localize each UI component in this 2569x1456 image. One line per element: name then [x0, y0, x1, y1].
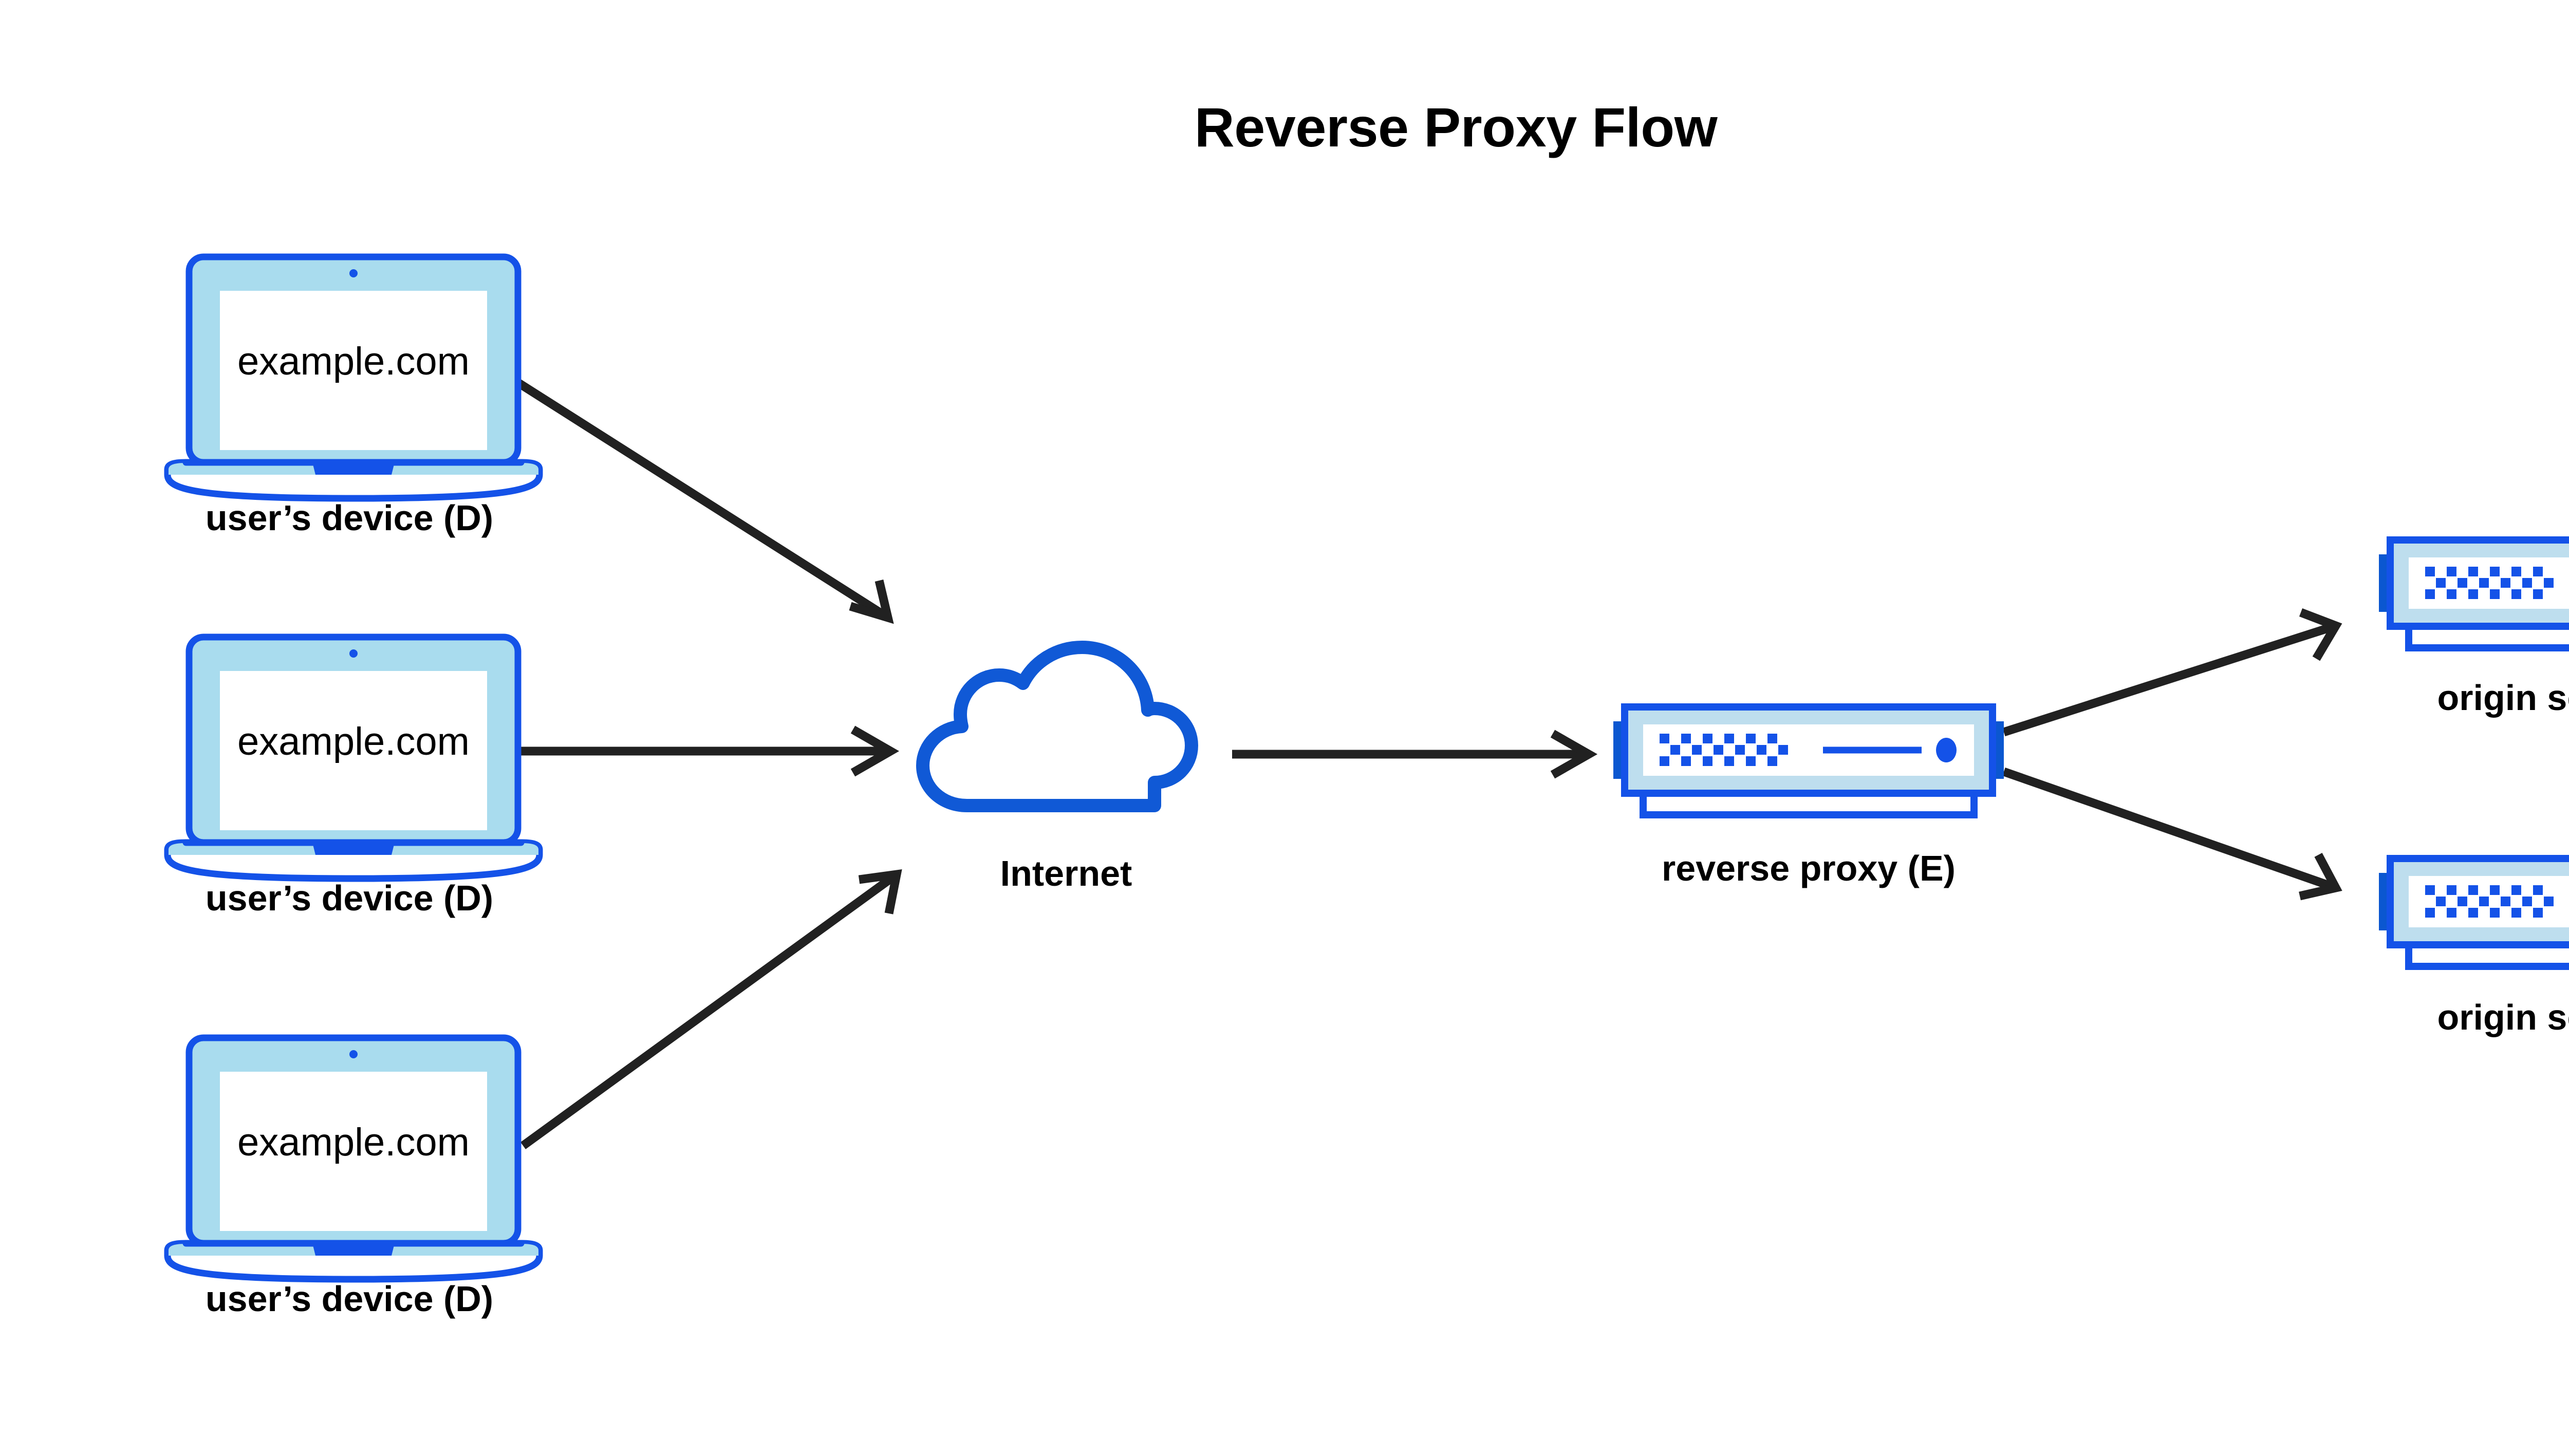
laptop-screen-text-3: example.com — [237, 1121, 470, 1164]
laptop-screen-text-1: example.com — [237, 340, 470, 383]
arrow-internet-to-proxy — [1232, 730, 1598, 779]
label-user-device-2: user’s device (D) — [205, 878, 494, 918]
arrow-device1-to-internet — [504, 371, 894, 624]
server-icon-reverse-proxy — [1613, 707, 2004, 815]
page-title: Reverse Proxy Flow — [1194, 96, 1718, 158]
label-internet: Internet — [1000, 853, 1132, 893]
laptop-screen-text-2: example.com — [237, 720, 470, 763]
label-user-device-1: user’s device (D) — [205, 498, 494, 538]
arrow-proxy-to-origin1 — [2002, 608, 2342, 737]
label-user-device-3: user’s device (D) — [205, 1279, 494, 1319]
server-icon-origin-2 — [2379, 858, 2569, 966]
arrow-proxy-to-origin2 — [2002, 767, 2342, 901]
server-icon-origin-1 — [2379, 540, 2569, 648]
label-reverse-proxy: reverse proxy (E) — [1662, 848, 1956, 888]
arrow-device2-to-internet — [502, 725, 900, 777]
label-origin-server-2: origin server (F) — [2437, 997, 2569, 1037]
label-origin-server-1: origin server (F) — [2437, 678, 2569, 718]
cloud-icon-internet — [923, 647, 1192, 806]
arrow-device3-to-internet — [520, 869, 902, 1149]
